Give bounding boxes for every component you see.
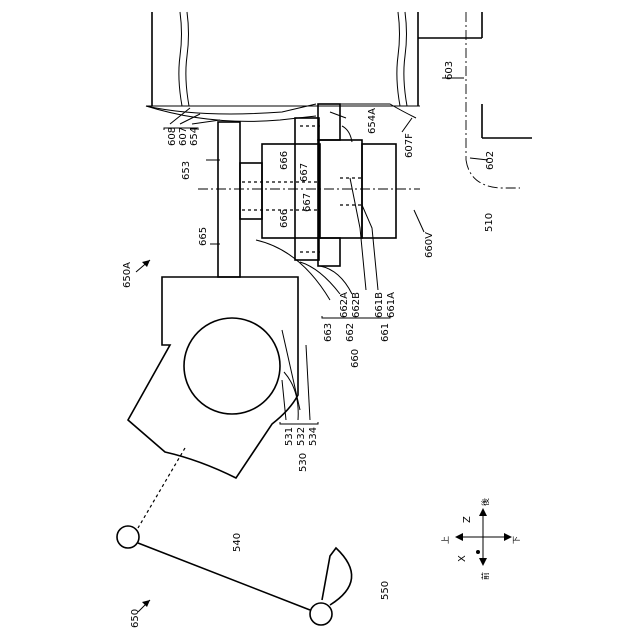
label-532: 532 [296, 427, 307, 446]
label-662A: 662A [339, 292, 350, 318]
motor-body-530 [128, 277, 300, 478]
label-654: 654 [189, 127, 200, 146]
label-654A: 654A [367, 108, 378, 134]
axis-rear-label: 後 [480, 498, 490, 506]
ring-654-top [318, 104, 340, 140]
label-661A: 661A [386, 292, 397, 318]
frame-upper [146, 12, 420, 121]
label-661: 661 [380, 323, 391, 342]
plate-665 [218, 122, 240, 277]
label-653: 653 [181, 161, 192, 180]
label-531: 531 [284, 427, 295, 446]
brackets [164, 128, 390, 424]
axis-z-label: Z [462, 516, 473, 523]
label-661B: 661B [374, 292, 385, 318]
label-660: 660 [350, 349, 361, 368]
direction-indicator: Z X 上 下 前 後 [441, 498, 521, 580]
label-650A: 650A [122, 262, 133, 288]
label-607F: 607F [404, 133, 415, 158]
axis-front-label: 前 [480, 572, 490, 580]
label-534: 534 [308, 427, 319, 446]
frame-right [418, 12, 532, 188]
label-530: 530 [298, 453, 309, 472]
label-510: 510 [484, 213, 495, 232]
label-550: 550 [380, 581, 391, 600]
reference-arrows [136, 260, 150, 612]
label-602: 602 [485, 151, 496, 170]
label-650: 650 [130, 609, 141, 628]
axis-up-label: 上 [441, 536, 450, 544]
label-608: 608 [167, 127, 178, 146]
axis-x-label: X [457, 555, 468, 562]
ring-654-bottom [318, 238, 340, 266]
label-607: 607 [178, 127, 189, 146]
axis-down-label: 下 [512, 536, 521, 544]
part-labels: 608 607 654 653 666 667 667 666 654A 607… [122, 61, 496, 628]
label-540: 540 [232, 533, 243, 552]
label-667-lower: 667 [302, 193, 313, 212]
label-603: 603 [444, 61, 455, 80]
label-662B: 662B [351, 292, 362, 318]
label-666-lower: 666 [279, 209, 290, 228]
label-665: 665 [198, 227, 209, 246]
label-666-upper: 666 [279, 151, 290, 170]
label-667-upper: 667 [299, 163, 310, 182]
label-660V: 660V [424, 232, 435, 258]
label-662: 662 [345, 323, 356, 342]
label-663: 663 [323, 323, 334, 342]
